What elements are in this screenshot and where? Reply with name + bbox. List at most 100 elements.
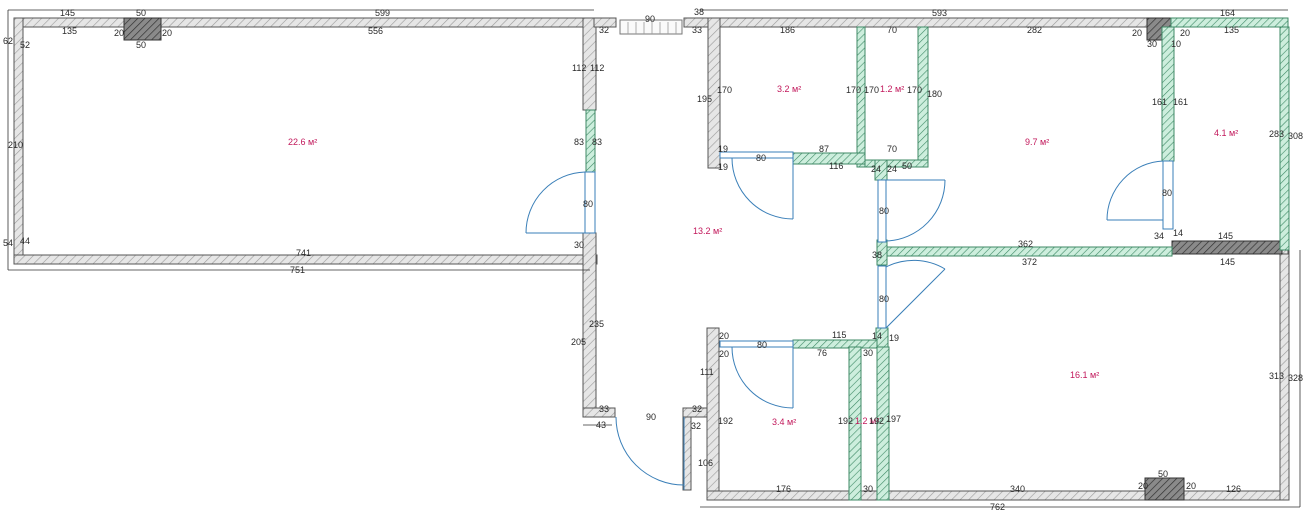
dim-label: 170 [846, 85, 861, 95]
dim-label: 76 [817, 348, 827, 358]
dim-label: 762 [990, 502, 1005, 512]
dim-label: 52 [20, 40, 30, 50]
door-frame-hall-bottom [877, 265, 887, 329]
column-bottom [1144, 477, 1185, 501]
dim-label: 192 [838, 416, 853, 426]
dim-label: 282 [1027, 25, 1042, 35]
wall-entry-left [582, 407, 616, 418]
dim-label: 145 [60, 8, 75, 18]
dim-label: 20 [114, 28, 124, 38]
dim-label: 50 [902, 161, 912, 171]
wall-bath-left [707, 17, 721, 169]
dim-label: 80 [879, 206, 889, 216]
dim-label: 210 [8, 140, 23, 150]
dim-label: 14 [1173, 228, 1183, 238]
dim-label: 54 [3, 238, 13, 248]
dim-label: 20 [1186, 481, 1196, 491]
dim-label: 33 [599, 404, 609, 414]
door-closet [1106, 160, 1164, 221]
dim-label: 362 [1018, 239, 1033, 249]
dim-label: 38 [872, 250, 882, 260]
column-mid-right [1171, 240, 1283, 255]
dim-label: 80 [757, 340, 767, 350]
dim-label: 20 [719, 349, 729, 359]
dim-label: 170 [864, 85, 879, 95]
exterior-walls [13, 17, 1290, 501]
dimension-lines [7, 9, 1301, 508]
dim-label: 593 [932, 8, 947, 18]
dim-label: 19 [718, 162, 728, 172]
area-pantry: 1.2 м² [855, 416, 879, 426]
columns [123, 17, 1283, 501]
dim-label: 50 [136, 40, 146, 50]
dim-label: 30 [574, 240, 584, 250]
dim-label: 19 [718, 144, 728, 154]
wall-bath2-left [706, 327, 720, 501]
partition-bath2-top [792, 339, 878, 349]
wall-top-mid [593, 17, 617, 28]
dim-label: 43 [596, 420, 606, 430]
dim-label: 164 [1220, 8, 1235, 18]
dim-label: 20 [1138, 481, 1148, 491]
area-bedroom: 9.7 м² [1025, 137, 1049, 147]
dim-label: 308 [1288, 131, 1303, 141]
dim-label: 112 [590, 63, 604, 73]
wall-bottom-left [13, 254, 598, 265]
dim-label: 50 [1158, 469, 1168, 479]
dim-label: 176 [776, 484, 791, 494]
dim-label: 751 [290, 265, 305, 275]
door-hall-upper [885, 179, 946, 242]
area-bath-lower: 3.4 м² [772, 417, 796, 427]
dim-label: 283 [1269, 129, 1284, 139]
area-hall: 13.2 м² [693, 226, 722, 236]
dim-label: 145 [1218, 231, 1233, 241]
dim-label: 80 [879, 294, 889, 304]
dim-label: 30 [863, 484, 873, 494]
door-hall-lower [885, 259, 946, 329]
dim-label: 30 [863, 348, 873, 358]
dim-label: 170 [907, 85, 922, 95]
dim-label: 90 [646, 412, 656, 422]
door-frame-closet [1162, 160, 1174, 230]
dim-label: 33 [692, 25, 702, 35]
dim-label: 44 [20, 236, 30, 246]
dim-label: 161 [1152, 97, 1167, 107]
dim-label: 32 [599, 25, 609, 35]
dimension-labels: 145 50 599 135 20 20 50 556 62 52 210 54… [3, 7, 1303, 512]
window-living [584, 171, 596, 234]
dim-label: 116 [829, 161, 843, 171]
area-living: 22.6 м² [288, 137, 317, 147]
dim-label: 112 [572, 63, 586, 73]
dim-label: 313 [1269, 371, 1284, 381]
partition-closet-top [1170, 17, 1289, 28]
wall-entry-post [682, 416, 692, 491]
dim-label: 70 [887, 144, 897, 154]
dim-label: 180 [927, 89, 942, 99]
dim-label: 62 [3, 36, 13, 46]
dim-label: 50 [136, 8, 146, 18]
dim-label: 741 [296, 248, 311, 258]
dim-label: 32 [691, 421, 701, 431]
dim-label: 235 [589, 319, 604, 329]
area-closet: 4.1 м² [1214, 128, 1238, 138]
dim-label: 38 [694, 7, 704, 17]
dim-label: 14 [872, 331, 882, 341]
dim-label: 186 [780, 25, 795, 35]
dim-label: 135 [62, 26, 77, 36]
dim-label: 372 [1022, 257, 1037, 267]
dim-label: 20 [1180, 28, 1190, 38]
top-entry-steps [627, 22, 677, 34]
dim-label: 111 [700, 367, 714, 377]
area-bath-upper: 3.2 м² [777, 84, 801, 94]
wall-bottom-right [706, 490, 1289, 501]
dim-label: 24 [871, 164, 881, 174]
wall-top-left [13, 17, 595, 28]
dim-label: 328 [1288, 373, 1303, 383]
dim-label: 24 [887, 164, 897, 174]
door-frame-hall-top [877, 179, 887, 243]
door-frame-bath2 [719, 340, 794, 348]
windows [584, 19, 1174, 348]
dim-label: 80 [1162, 188, 1172, 198]
dim-label: 145 [1220, 257, 1235, 267]
